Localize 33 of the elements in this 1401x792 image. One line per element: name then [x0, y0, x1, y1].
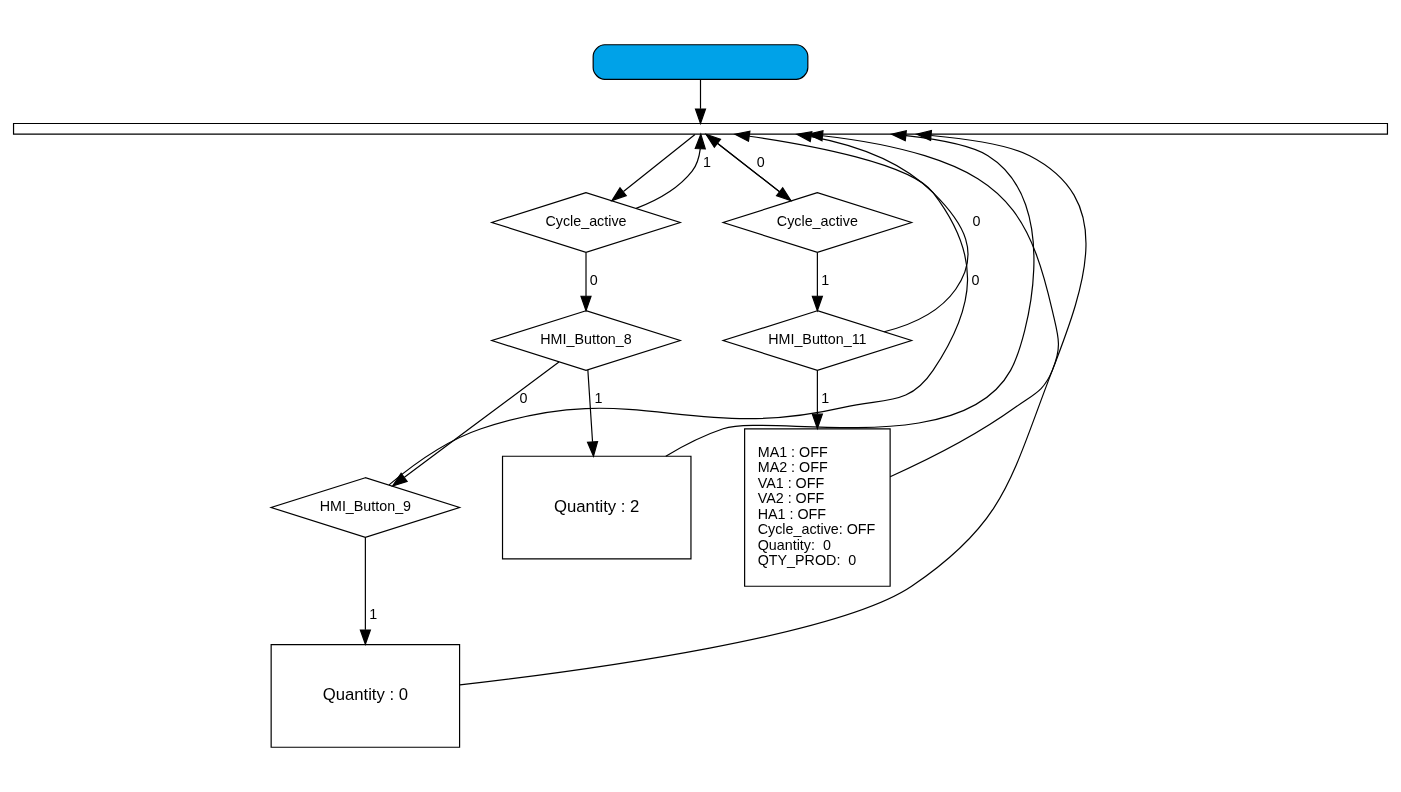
arrow [811, 252, 824, 313]
node-diamond: Cycle_active [721, 192, 914, 253]
node-diamond: HMI_Button_8 [489, 310, 683, 371]
edge-label: 0 [972, 213, 981, 230]
node-box [592, 44, 809, 80]
arrow [359, 536, 372, 647]
edge-label: 0 [971, 272, 980, 289]
node-bar [12, 122, 1389, 135]
arrow [586, 369, 599, 458]
edge-label: 0 [589, 272, 598, 289]
node-box: Quantity : 2 [501, 455, 692, 560]
edge-label: 0 [756, 154, 765, 171]
edge-label: 1 [821, 272, 830, 289]
arrow [388, 130, 969, 486]
edge-label: 1 [703, 154, 712, 171]
arrow [635, 132, 707, 209]
arrow [610, 133, 696, 202]
node-box: Quantity : 0 [270, 644, 461, 748]
node-box: MA1 : OFF MA2 : OFF VA1 : OFF VA2 : OFF HA1 : OFF Cycle_active: OFF Quantity: 0 QTY_PROD: 0 [744, 428, 891, 587]
edge-label: 1 [369, 606, 378, 623]
edge-label: 1 [821, 390, 830, 407]
node-diamond: HMI_Button_9 [269, 477, 462, 538]
arrow [391, 361, 560, 488]
node-diamond: Cycle_active [489, 192, 683, 253]
edge-label: 1 [594, 390, 603, 407]
edge-label: 0 [519, 390, 528, 407]
arrow [694, 78, 707, 126]
arrow [795, 131, 969, 333]
arrow [811, 369, 824, 431]
node-diamond: HMI_Button_11 [721, 310, 914, 371]
arrow [580, 252, 592, 313]
arrow [665, 129, 1035, 457]
arrow [459, 129, 1087, 686]
